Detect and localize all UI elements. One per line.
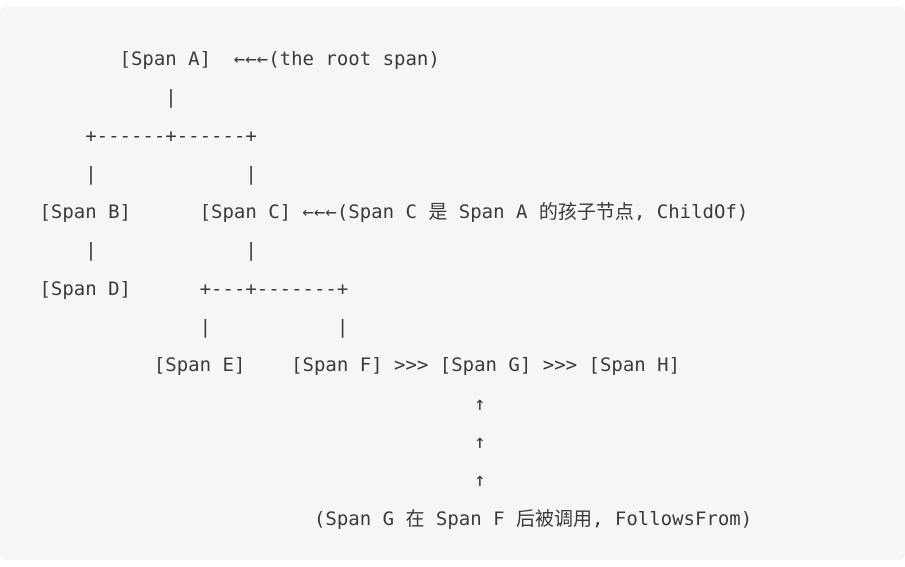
diagram-line-up-arrow: ↑ <box>28 392 486 415</box>
diagram-line-connector: | <box>28 86 177 109</box>
diagram-line-connector: | | <box>28 316 349 339</box>
diagram-line-span-d-branch: [Span D] +---+-------+ <box>28 277 349 300</box>
diagram-line-branch-top: +------+------+ <box>28 124 257 147</box>
diagram-line-up-arrow: ↑ <box>28 430 486 453</box>
diagram-line-span-b-span-c-childof: [Span B] [Span C] ←←←(Span C 是 Span A 的孩… <box>28 201 749 224</box>
diagram-line-up-arrow: ↑ <box>28 469 486 492</box>
diagram-line-connector: | | <box>28 162 257 185</box>
code-block: [Span A] ←←←(the root span) | +------+--… <box>0 7 905 560</box>
diagram-line-span-e-f-g-h: [Span E] [Span F] >>> [Span G] >>> [Span… <box>28 354 681 377</box>
diagram-line-connector: | | <box>28 239 257 262</box>
diagram-line-followsfrom-annotation: (Span G 在 Span F 后被调用, FollowsFrom) <box>28 507 753 530</box>
diagram-line-span-a-root: [Span A] ←←←(the root span) <box>28 48 440 70</box>
ascii-span-tree-diagram: [Span A] ←←←(the root span) | +------+--… <box>0 7 905 546</box>
